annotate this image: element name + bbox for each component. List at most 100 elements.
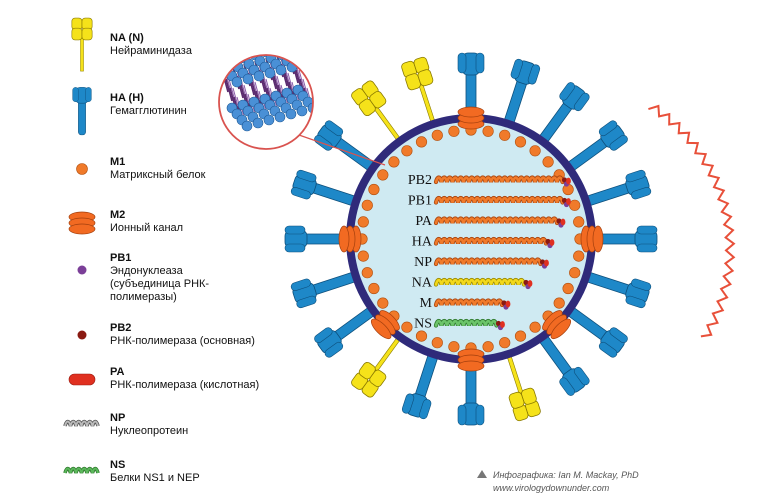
rna-segment-ha: HA [412,235,555,250]
segment-label: HA [412,235,433,250]
ha-spike [290,271,358,309]
pa-capsule-icon [560,218,566,226]
m1-protein [448,341,460,353]
ha-spike [284,225,352,253]
m2-ion-channels [338,106,604,372]
legend-item-ha: HA (H)Гемагглютинин [72,87,187,136]
rna-segment-pb1: PB1 [408,194,571,209]
legend-description: РНК-полимераза (кислотная) [110,379,259,391]
na-spike [351,334,403,398]
m1-protein [499,129,511,141]
ha-spike [457,52,485,120]
pa-capsule-icon [549,239,555,246]
legend-title: NS [110,459,125,471]
credit: Инфографика: Ian M. Mackay, PhD www.viro… [477,470,639,493]
m1-protein [569,267,581,279]
triangle-icon [477,470,487,478]
ns-coil-icon [63,466,100,474]
legend-description: Гемагглютинин [110,105,187,117]
legend-description: Эндонуклеаза [110,265,184,277]
pa-capsule-icon [68,373,96,386]
m1-protein [368,282,380,295]
m2-channel [580,225,604,253]
ha-spike [538,334,590,396]
zoom-connector-line [298,134,386,166]
segment-label: PB2 [408,173,432,188]
m1-protein [514,330,527,342]
legend-title: PB1 [110,252,131,264]
legend-description: (субъединица РНК- [110,278,209,290]
m2-channel [370,310,400,340]
na-spike-icon [71,17,93,72]
legend: NA (N)Нейраминидаза HA (H)ГемагглютининM1… [63,17,259,484]
legend-title: M1 [110,156,125,168]
m1-protein [431,337,443,349]
na-spike [505,352,541,422]
pa-capsule-icon [566,198,571,205]
m1-protein [388,156,400,168]
legend-description: Белки NS1 и NEP [110,472,200,484]
segment-label: M [420,296,433,311]
decorative-zigzag [648,104,736,338]
m1-protein [569,199,581,211]
m1-protein [357,216,369,228]
m1-protein [514,136,527,148]
m1-protein [482,125,494,137]
m2-channel [457,348,485,372]
pb2-dot-icon [545,238,551,245]
m1-protein [529,145,541,157]
segment-label: NA [412,276,433,291]
m1-protein [401,145,413,157]
ha-spike [314,120,376,172]
m1-protein [499,337,511,349]
m1-protein [431,129,443,141]
pa-capsule-icon [505,300,511,308]
m1-protein [377,297,389,309]
ha-spike [503,58,541,126]
rna-segment-m: M [420,296,511,311]
ha-spike [457,358,485,426]
ha-spike [584,271,652,309]
zigzag-line [648,104,736,338]
legend-title: PA [110,366,125,378]
m1-protein [573,250,585,262]
m1-protein [415,136,428,148]
segment-label: NP [414,255,432,270]
ha-spike [584,169,652,207]
pa-capsule-icon [527,280,533,287]
ha-spike [401,352,439,420]
pa-capsule-icon [500,321,505,328]
pb2-dot-icon [561,197,568,204]
legend-title: HA (H) [110,92,144,104]
pa-capsule-icon [544,259,549,267]
m1-protein [361,199,373,211]
rna-segment-pb2: PB2 [408,173,571,188]
credit-author: Инфографика: Ian M. Mackay, PhD [493,470,639,480]
m1-dot-icon [76,163,88,175]
ha-spike [314,306,376,358]
m2-channel [542,310,572,340]
m1-protein [553,297,565,309]
pb1-dot-icon [77,265,87,275]
legend-item-na: NA (N)Нейраминидаза [71,17,193,72]
m2-channel [457,106,485,130]
segment-label: PB1 [408,194,432,209]
pb2-dot-icon [539,259,546,265]
legend-description: Нуклеопротеин [110,425,188,437]
m1-protein [415,330,428,342]
ha-spike [538,82,590,144]
ha-spike [566,306,628,358]
pa-capsule-icon [566,177,571,185]
pb2-dot-icon [561,177,568,183]
m1-protein [361,267,373,279]
rna-segment-np: NP [414,255,549,270]
m1-protein [573,216,585,228]
m1-protein [482,341,494,353]
legend-description: полимеразы) [110,291,177,303]
m1-protein [377,169,389,181]
